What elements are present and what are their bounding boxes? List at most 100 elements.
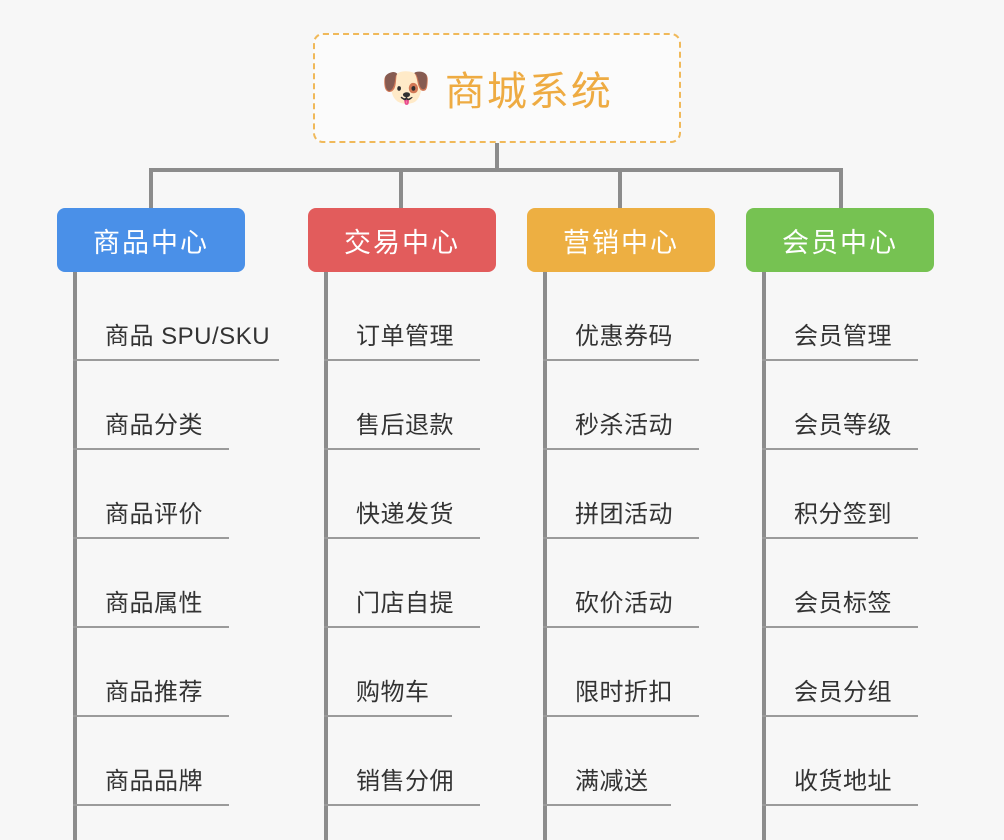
item-label: 销售分佣 [356,768,454,795]
item-label: 门店自提 [356,590,454,617]
item-label: 会员等级 [794,412,892,439]
list-item[interactable]: 会员标签 [762,539,962,628]
list-item[interactable]: 限时折扣 [543,628,743,717]
list-item[interactable]: 会员管理 [762,272,962,361]
connector-drop-2 [399,168,403,210]
item-rule [73,804,229,806]
list-item[interactable]: 拼团活动 [543,450,743,539]
item-label: 砍价活动 [575,590,673,617]
list-item[interactable]: 优惠券码 [543,272,743,361]
list-item[interactable]: 购物车 [324,628,524,717]
root-node[interactable]: 🐶 商城系统 [313,33,681,143]
list-item[interactable]: 积分签到 [762,450,962,539]
column-spine-3 [543,272,547,840]
item-label: 商品品牌 [105,768,203,795]
item-label: 商品属性 [105,590,203,617]
item-label: 商品推荐 [105,679,203,706]
category-items-2: 订单管理 售后退款 快递发货 门店自提 购物车 销售分佣 [324,272,524,806]
item-label: 会员分组 [794,679,892,706]
item-label: 优惠券码 [575,323,673,350]
item-label: 订单管理 [356,323,454,350]
list-item[interactable]: 快递发货 [324,450,524,539]
list-item[interactable]: 商品 SPU/SKU [73,272,279,361]
list-item[interactable]: 商品推荐 [73,628,273,717]
list-item[interactable]: 售后退款 [324,361,524,450]
item-rule [324,804,480,806]
item-rule [324,537,480,539]
item-rule [73,626,229,628]
item-rule [324,715,452,717]
connector-drop-1 [149,168,153,210]
item-rule [543,715,699,717]
category-column-4: 会员中心 会员管理 会员等级 积分签到 会员标签 会员分组 [746,208,946,840]
item-label: 限时折扣 [575,679,673,706]
item-label: 收货地址 [794,768,892,795]
item-rule [543,537,699,539]
column-spine-4 [762,272,766,840]
item-rule [543,448,699,450]
category-header-3[interactable]: 营销中心 [527,208,715,272]
item-label: 拼团活动 [575,501,673,528]
category-column-2: 交易中心 订单管理 售后退款 快递发货 门店自提 购物车 [308,208,508,840]
item-rule [762,448,918,450]
list-item[interactable]: 商品分类 [73,361,273,450]
item-rule [73,715,229,717]
item-rule [73,359,279,361]
list-item[interactable]: 销售分佣 [324,717,524,806]
dog-face-icon: 🐶 [381,66,431,110]
item-rule [73,448,229,450]
item-label: 商品评价 [105,501,203,528]
category-items-1: 商品 SPU/SKU 商品分类 商品评价 商品属性 商品推荐 商品品牌 [73,272,279,806]
category-column-1: 商品中心 商品 SPU/SKU 商品分类 商品评价 商品属性 商品推荐 [57,208,279,840]
category-items-3: 优惠券码 秒杀活动 拼团活动 砍价活动 限时折扣 满减送 [543,272,743,806]
category-header-1[interactable]: 商品中心 [57,208,245,272]
item-label: 秒杀活动 [575,412,673,439]
category-header-label: 商品中心 [93,227,209,258]
connector-drop-3 [618,168,622,210]
item-rule [762,715,918,717]
category-column-3: 营销中心 优惠券码 秒杀活动 拼团活动 砍价活动 限时折扣 [527,208,727,840]
item-rule [762,804,918,806]
page-title: 商城系统 [444,70,613,114]
item-label: 会员标签 [794,590,892,617]
item-rule [324,448,480,450]
item-rule [762,537,918,539]
list-item[interactable]: 订单管理 [324,272,524,361]
category-header-label: 营销中心 [563,227,679,258]
item-rule [324,359,480,361]
connector-drop-4 [839,168,843,210]
item-label: 会员管理 [794,323,892,350]
column-spine-2 [324,272,328,840]
list-item[interactable]: 商品评价 [73,450,273,539]
list-item[interactable]: 商品品牌 [73,717,273,806]
list-item[interactable]: 会员分组 [762,628,962,717]
list-item[interactable]: 秒杀活动 [543,361,743,450]
list-item[interactable]: 会员等级 [762,361,962,450]
connector-root-stem [495,143,499,172]
item-label: 商品分类 [105,412,203,439]
category-header-label: 交易中心 [344,227,460,258]
list-item[interactable]: 商品属性 [73,539,273,628]
list-item[interactable]: 门店自提 [324,539,524,628]
list-item[interactable]: 收货地址 [762,717,962,806]
category-header-4[interactable]: 会员中心 [746,208,934,272]
item-label: 满减送 [575,768,649,795]
item-rule [543,359,699,361]
list-item[interactable]: 满减送 [543,717,743,806]
item-label: 商品 SPU/SKU [105,323,271,350]
item-rule [324,626,480,628]
category-header-label: 会员中心 [782,227,898,258]
item-rule [543,804,671,806]
item-rule [543,626,699,628]
item-label: 快递发货 [356,501,454,528]
item-rule [762,359,918,361]
list-item[interactable]: 砍价活动 [543,539,743,628]
category-header-2[interactable]: 交易中心 [308,208,496,272]
item-label: 售后退款 [356,412,454,439]
category-items-4: 会员管理 会员等级 积分签到 会员标签 会员分组 收货地址 [762,272,962,806]
item-rule [73,537,229,539]
column-spine-1 [73,272,77,840]
item-label: 购物车 [356,679,430,706]
item-rule [762,626,918,628]
